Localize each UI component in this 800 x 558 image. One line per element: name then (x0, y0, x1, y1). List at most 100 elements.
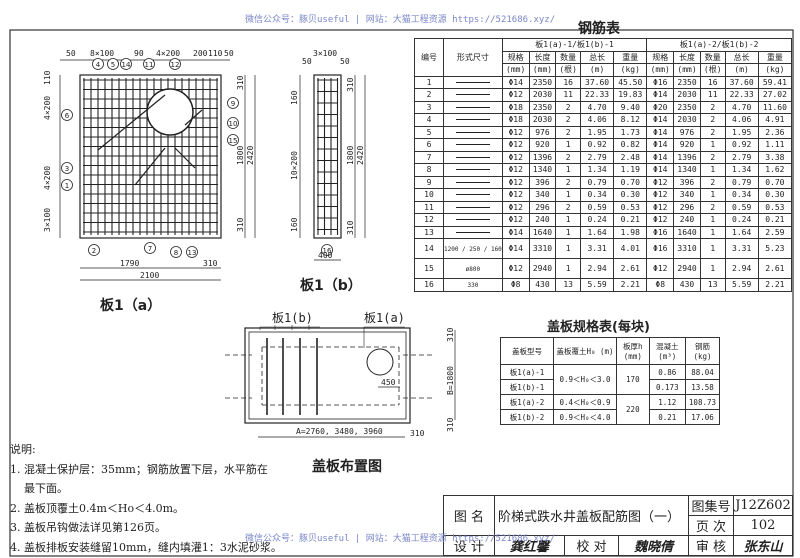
cell: Φ12 (646, 188, 675, 202)
cell: 0.92 (579, 138, 615, 152)
cell: 1 (699, 225, 726, 239)
cell: 13 (699, 278, 726, 292)
cell: 1.98 (613, 225, 648, 239)
cell: 0.24 (579, 213, 615, 227)
cell: 2030 (673, 88, 701, 102)
cell: 3.38 (757, 150, 793, 164)
svg-text:6: 6 (65, 112, 70, 120)
dim-text: 160 (290, 90, 299, 105)
cell: 1 (555, 163, 581, 177)
cell: Φ8 (646, 278, 675, 292)
cell: 3 (414, 100, 444, 114)
dim-text: 310 (446, 417, 455, 432)
spec-concrete: 0.86 (648, 364, 686, 380)
rebar-shape (443, 200, 503, 214)
dim-text: 8×100 (90, 49, 114, 58)
shape-dimension: 1200 / 250 / 160 (444, 246, 502, 253)
cell: Φ12 (501, 188, 530, 202)
cell: 1 (699, 238, 726, 259)
col-unit: (m) (724, 63, 759, 77)
svg-text:3: 3 (65, 165, 69, 173)
straight-bar-icon (455, 194, 490, 196)
rebar-shape (443, 100, 503, 114)
cell: 1 (555, 138, 581, 152)
cell: 10 (414, 188, 444, 202)
cell: 2.59 (757, 225, 793, 239)
rebar-mark-bubble: 5 (107, 58, 119, 70)
cell: 340 (673, 188, 701, 202)
cell: 2 (699, 113, 726, 127)
svg-text:15: 15 (229, 137, 238, 145)
col-unit: (mm) (646, 63, 675, 77)
cell: 4.70 (579, 100, 615, 114)
cell: 2.94 (579, 258, 615, 279)
cell: 1 (699, 213, 726, 227)
spec-steel: 17.06 (684, 409, 721, 425)
spec-thickness: 170 (616, 364, 650, 395)
dim-text: A=2760, 3480, 3960 (296, 427, 383, 436)
cell: 9 (414, 175, 444, 189)
layout-plan (225, 325, 456, 438)
cell: 2.79 (579, 150, 615, 164)
cell: 5.59 (724, 278, 759, 292)
rebar-diagonal (134, 147, 166, 186)
cell: 1640 (528, 225, 557, 239)
spec-type: 板1(a)-1 (500, 364, 554, 380)
cell: 2 (414, 88, 444, 102)
col-unit: (m) (579, 63, 615, 77)
cell: 5 (414, 125, 444, 139)
cell: 5.59 (579, 278, 615, 292)
cell: 976 (528, 125, 557, 139)
cell: 59.41 (757, 75, 793, 89)
watermark-top: 微信公众号：豚贝useful | 网站：大猫工程资源 https://52168… (245, 15, 556, 25)
design-signature: 龚红馨 (494, 535, 565, 556)
cell: 396 (528, 175, 557, 189)
cell: 1 (555, 238, 581, 259)
rebar-shape (443, 213, 503, 227)
cell: Φ12 (646, 213, 675, 227)
title-block: 图 名 阶梯式跌水井盖板配筋图（一） 图集号 J12Z602 页 次 102 设… (443, 495, 793, 556)
cell: 1 (555, 258, 581, 279)
dim-text: 4×200 (43, 166, 52, 190)
cell: 1 (699, 138, 726, 152)
rebar-shape (443, 175, 503, 189)
cell: 2.21 (757, 278, 793, 292)
spec-type: 板1(b)-1 (500, 379, 554, 395)
dim-text: 10×200 (290, 151, 299, 180)
cell: Φ12 (646, 200, 675, 214)
svg-text:2: 2 (92, 247, 96, 255)
dim-text: 1800 (346, 146, 355, 165)
cell: 7 (414, 150, 444, 164)
dim-text: 50 (224, 49, 234, 58)
svg-text:10: 10 (229, 120, 238, 128)
col-header: 重量 (613, 50, 648, 64)
cell: 2350 (673, 75, 701, 89)
cell: 2 (555, 175, 581, 189)
cell: 1.11 (757, 138, 793, 152)
atlas-number: J12Z602 (733, 495, 793, 516)
dim-text: 3×100 (313, 49, 337, 58)
svg-text:12: 12 (171, 61, 180, 69)
spec-table-title: 盖板规格表(每块) (547, 320, 650, 335)
straight-bar-icon (455, 169, 490, 171)
col-header: 规格 (501, 50, 530, 64)
cell: 0.53 (757, 200, 793, 214)
cell: 0.30 (757, 188, 793, 202)
rebar-table: 编号 形式尺寸 板1(a)-1/板1(b)-1 板1(a)-2/板1(b)-2 … (414, 38, 793, 292)
dim-text: 110 (43, 70, 52, 85)
note-item: 1. 混凝土保护层：35mm；钢筋放置下层，水平筋在 (10, 462, 268, 476)
dim-text: 310 (446, 327, 455, 342)
rebar-shape (443, 150, 503, 164)
cell: 2030 (528, 113, 557, 127)
cell: Φ14 (646, 163, 675, 177)
straight-bar-icon (455, 181, 490, 183)
cell: Φ16 (646, 225, 675, 239)
cell: 1640 (673, 225, 701, 239)
cell: 2.48 (613, 150, 648, 164)
cell: 1 (414, 75, 444, 89)
layout-inner (248, 331, 407, 420)
